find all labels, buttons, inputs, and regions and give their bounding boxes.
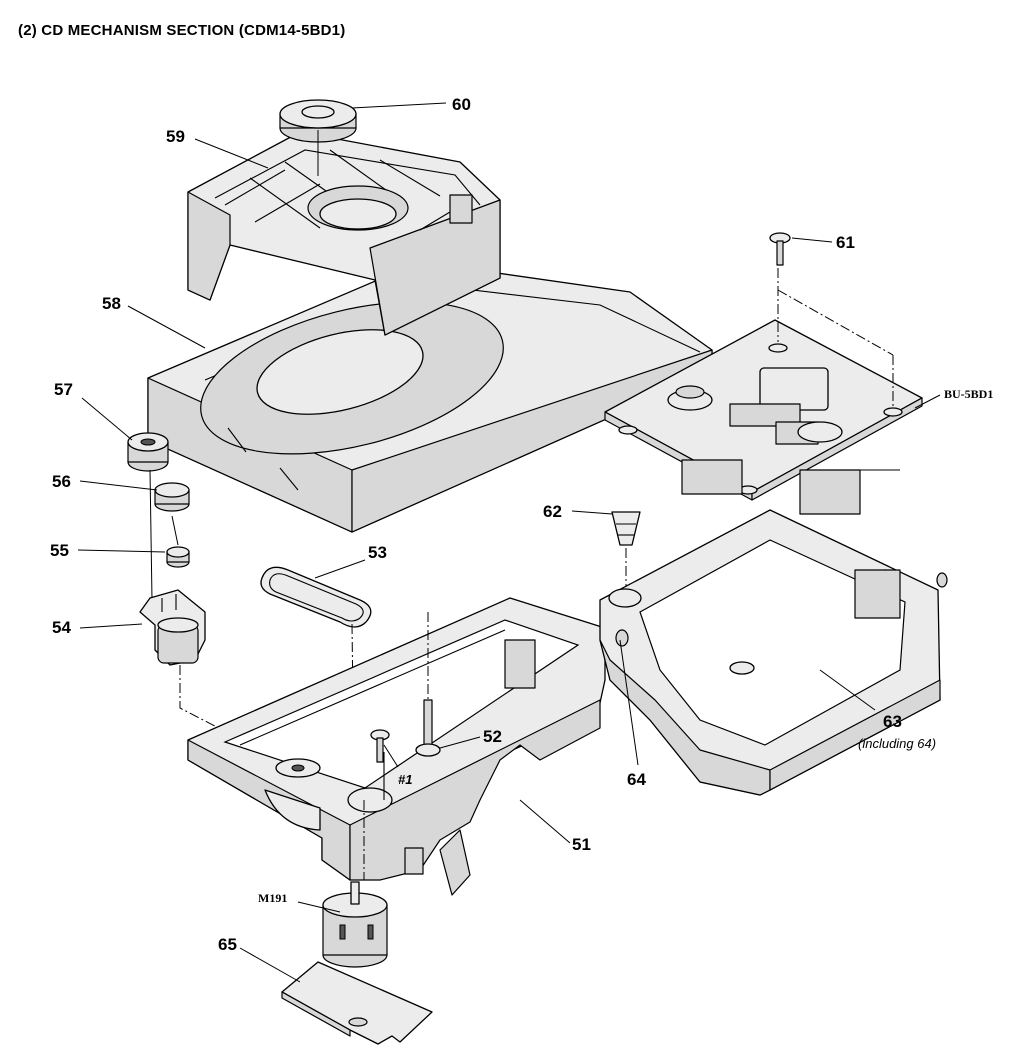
label-motor-m191: M191 [258,891,287,905]
gear-56 [155,483,189,511]
belt-53 [261,567,371,627]
label-59: 59 [166,127,185,146]
label-64: 64 [627,770,646,789]
label-63: 63 [883,712,902,731]
label-52: 52 [483,727,502,746]
label-57: 57 [54,380,73,399]
label-56: 56 [52,472,71,491]
label-61: 61 [836,233,855,252]
label-65: 65 [218,935,237,954]
label-51: 51 [572,835,591,854]
bracket-65 [282,962,432,1044]
gear-57 [128,433,168,471]
label-54: 54 [52,618,71,637]
frame-63 [600,510,947,795]
gear-55 [167,547,189,567]
label-screw-ref: #1 [398,772,412,787]
label-63-note: (including 64) [858,736,936,751]
label-62: 62 [543,502,562,521]
label-bu-5bd1: BU-5BD1 [944,387,993,401]
chassis-51 [188,598,605,895]
label-53: 53 [368,543,387,562]
damper-62 [612,512,640,592]
gear-base-54 [140,590,205,665]
label-60: 60 [452,95,471,114]
screw-61 [770,233,790,265]
label-55: 55 [50,541,69,560]
section-title: (2) CD MECHANISM SECTION (CDM14-5BD1) [18,22,345,39]
label-58: 58 [102,294,121,313]
